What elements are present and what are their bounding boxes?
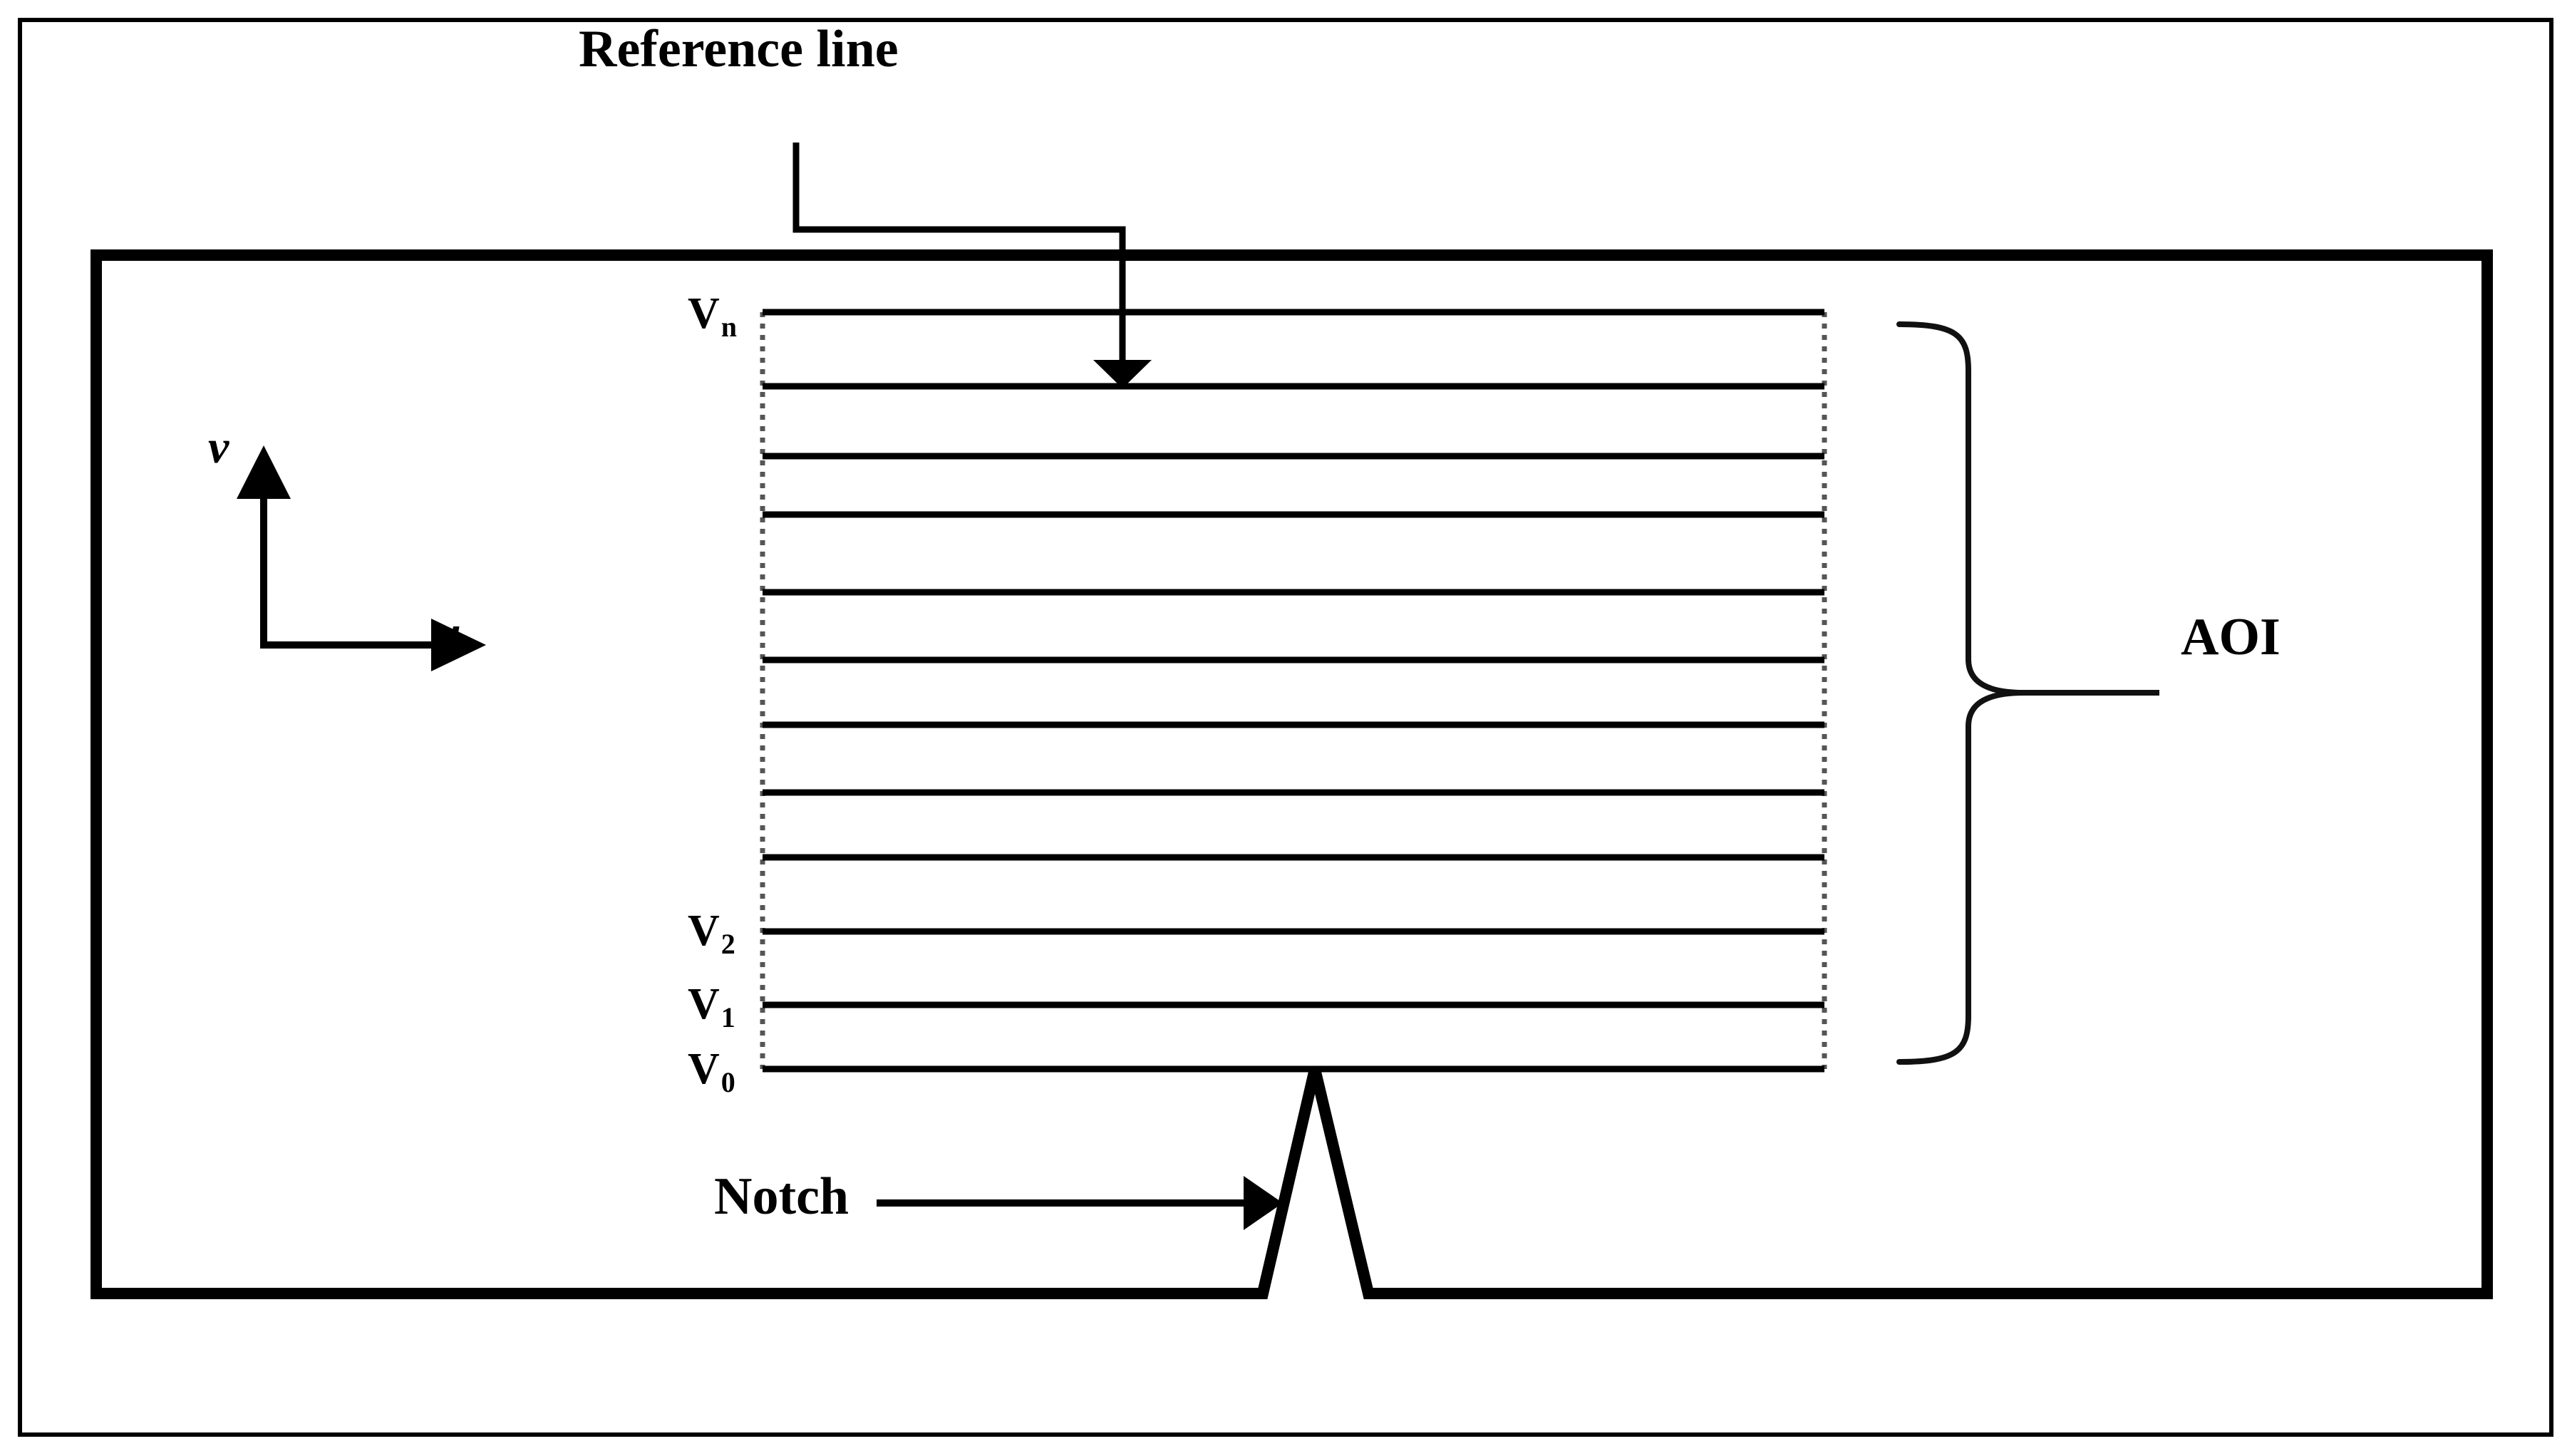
scan-line-label-v1: V1 bbox=[688, 980, 735, 1032]
aoi-brace bbox=[1896, 321, 2025, 1065]
scan-line-label-vn-sub: n bbox=[721, 311, 738, 343]
axis-label-u: u bbox=[435, 606, 461, 659]
scan-line-label-v0-sub: 0 bbox=[721, 1066, 735, 1098]
axis-u-arrowhead bbox=[431, 619, 486, 671]
reference-line-label: Reference line bbox=[579, 20, 899, 78]
notch-arrowhead bbox=[1244, 1176, 1283, 1230]
reference-line-arrowhead bbox=[1093, 360, 1152, 388]
notch-label: Notch bbox=[714, 1167, 849, 1226]
outer-frame bbox=[18, 18, 2553, 1437]
axis-v-arrowhead bbox=[237, 445, 291, 499]
scan-line-label-v2: V2 bbox=[688, 907, 735, 959]
scan-line-label-v2-sub: 2 bbox=[721, 928, 735, 960]
reference-line-leader bbox=[792, 143, 1126, 360]
aoi-label: AOI bbox=[2181, 608, 2281, 666]
scan-line-label-v1-base: V bbox=[688, 980, 720, 1028]
notch-shape bbox=[1257, 1068, 1374, 1293]
scan-line-label-vn-base: V bbox=[688, 289, 720, 338]
scan-line-group bbox=[763, 309, 1824, 1073]
axis-lines bbox=[260, 485, 445, 649]
scan-line-label-v0-base: V bbox=[688, 1045, 720, 1093]
scan-line-label-v0: V0 bbox=[688, 1045, 735, 1097]
scan-line-label-v1-sub: 1 bbox=[721, 1001, 735, 1033]
scan-line-label-v2-base: V bbox=[688, 907, 720, 955]
axis-label-v: v bbox=[208, 421, 229, 473]
wafer-outline bbox=[91, 249, 2493, 1299]
scan-line-label-vn: Vn bbox=[688, 289, 737, 341]
